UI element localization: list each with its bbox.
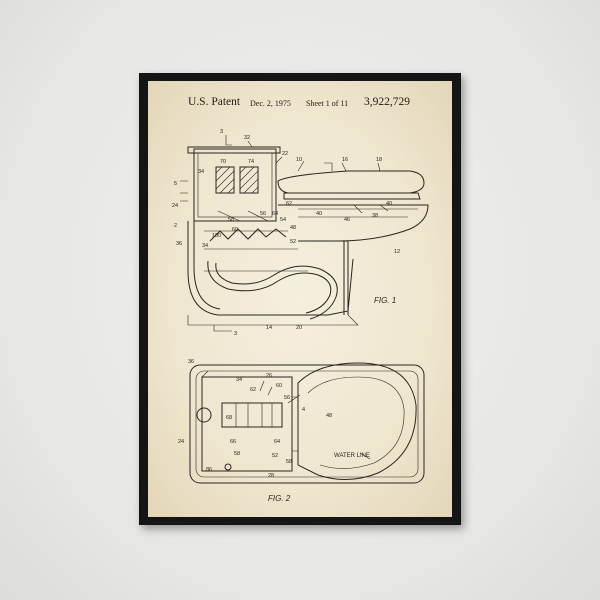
fig1-ref-16: 16 <box>342 157 348 163</box>
fig1-ref-2: 2 <box>174 223 177 229</box>
fig1-ref-62: 62 <box>286 201 292 207</box>
fig2-ref-56: 56 <box>284 395 290 401</box>
fig2-ref-36: 36 <box>188 359 194 365</box>
fig1-ref-3-bottom: 3 <box>234 331 237 337</box>
fig2-ref-86: 86 <box>206 467 212 473</box>
fig1-ref-60: 60 <box>232 227 238 233</box>
fig1-ref-52: 52 <box>290 239 296 245</box>
fig1-ref-100: 100 <box>212 233 221 239</box>
fig1-ref-10: 10 <box>296 157 302 163</box>
fig1-ref-20: 20 <box>296 325 302 331</box>
fig1-ref-24: 24 <box>172 203 178 209</box>
fig1-ref-40-right: 40 <box>386 201 392 207</box>
fig1-ref-5: 5 <box>174 181 177 187</box>
figure-1-drawing: 32 3 22 10 16 18 70 74 34 5 24 2 62 40 4… <box>172 129 429 337</box>
fig2-label: FIG. 2 <box>268 494 291 503</box>
fig1-ref-38: 38 <box>372 213 378 219</box>
fig1-ref-14: 14 <box>266 325 272 331</box>
fig2-ref-64: 64 <box>274 439 280 445</box>
fig1-label: FIG. 1 <box>374 296 396 305</box>
fig2-ref-52: 52 <box>272 453 278 459</box>
fig1-ref-64: 64 <box>272 211 278 217</box>
fig1-ref-74: 74 <box>248 159 254 165</box>
fig1-ref-56: 56 <box>260 211 266 217</box>
fig2-ref-34: 34 <box>236 377 242 383</box>
fig1-ref-54: 54 <box>280 217 286 223</box>
fig2-ref-24: 24 <box>178 439 184 445</box>
fig1-ref-34: 34 <box>198 169 204 175</box>
fig2-ref-58-right: 58 <box>286 459 292 465</box>
hatched-float-blocks <box>215 166 259 194</box>
fig1-ref-70: 70 <box>220 159 226 165</box>
fig2-ref-26: 26 <box>266 373 272 379</box>
fig2-ref-58-left: 58 <box>234 451 240 457</box>
fig1-ref-48: 48 <box>290 225 296 231</box>
water-line-label: WATER LINE <box>334 453 370 459</box>
fig1-ref-18: 18 <box>376 157 382 163</box>
patent-title: U.S. Patent <box>188 96 241 108</box>
fig1-ref-36: 36 <box>176 241 182 247</box>
fig1-ref-58: 58 <box>228 217 234 223</box>
patent-drawing: 32 3 22 10 16 18 70 74 34 5 24 2 62 40 4… <box>172 129 429 503</box>
fig1-ref-34-lower: 34 <box>202 243 208 249</box>
fig2-ref-48: 48 <box>326 413 332 419</box>
patent-sheet: Sheet 1 of 11 <box>306 99 349 108</box>
patent-header: U.S. Patent Dec. 2, 1975 Sheet 1 of 11 3… <box>148 94 452 114</box>
fig1-ref-46: 46 <box>344 217 350 223</box>
fig2-ref-28: 28 <box>268 473 274 479</box>
fig1-ref-40-left: 40 <box>316 211 322 217</box>
fig2-ref-62: 62 <box>250 387 256 393</box>
fig2-ref-66: 66 <box>230 439 236 445</box>
fig1-ref-12: 12 <box>394 249 400 255</box>
fig1-ref-3-top: 3 <box>220 129 223 135</box>
fig1-ref-32: 32 <box>244 135 250 141</box>
patent-print: U.S. Patent Dec. 2, 1975 Sheet 1 of 11 3… <box>148 81 452 517</box>
fig2-ref-60: 60 <box>276 383 282 389</box>
patent-date: Dec. 2, 1975 <box>250 99 291 108</box>
figure-2-drawing: 36 26 34 62 60 56 4 48 68 24 66 64 58 52… <box>178 359 425 503</box>
fig2-ref-4: 4 <box>302 407 305 413</box>
patent-number: 3,922,729 <box>364 96 410 108</box>
picture-frame: U.S. Patent Dec. 2, 1975 Sheet 1 of 11 3… <box>139 73 461 525</box>
fig1-ref-22: 22 <box>282 151 288 157</box>
fig2-ref-68: 68 <box>226 415 232 421</box>
